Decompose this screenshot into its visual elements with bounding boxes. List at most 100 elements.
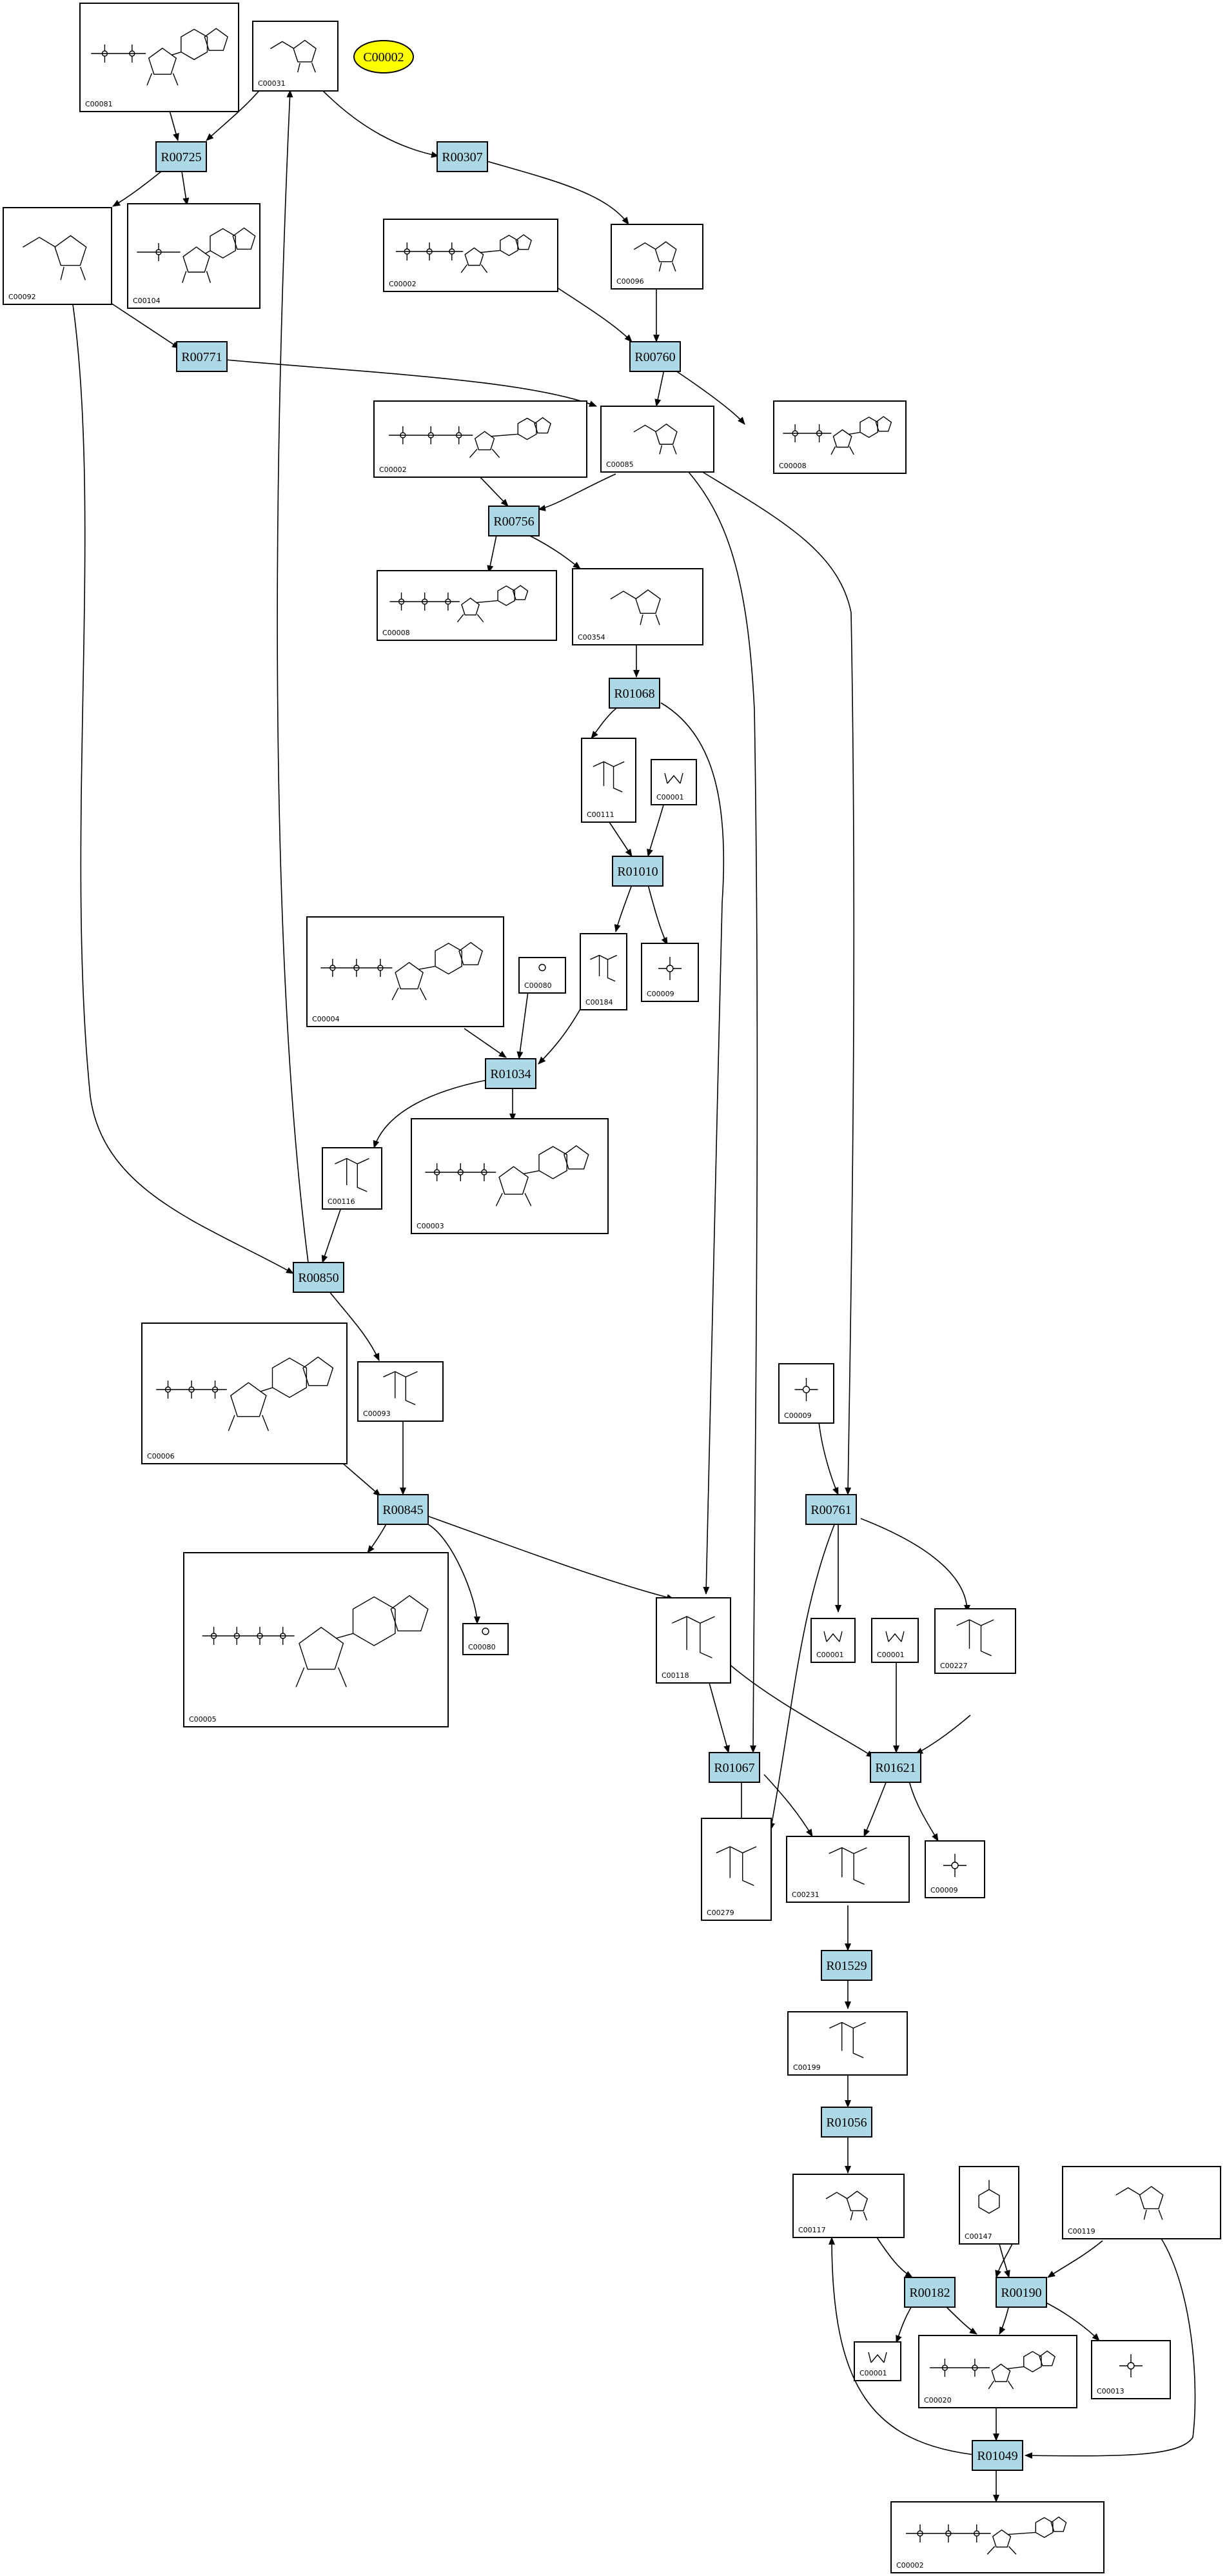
reaction-node[interactable]: R00761	[805, 1494, 857, 1525]
compound-node[interactable]: C00009	[778, 1363, 834, 1424]
compound-node[interactable]: C00008	[377, 570, 557, 641]
compound-node[interactable]: C00020	[918, 2335, 1077, 2408]
compound-node[interactable]: C00004	[306, 916, 504, 1027]
compound-node[interactable]: C00013	[1091, 2340, 1171, 2399]
edge	[528, 535, 581, 569]
compound-box	[79, 3, 239, 112]
reaction-node[interactable]: R00760	[629, 341, 681, 372]
compound-node[interactable]: C00002	[373, 400, 587, 478]
compound-node[interactable]: C00080	[518, 957, 566, 994]
compound-node[interactable]: C00005	[183, 1552, 449, 1727]
edge	[591, 705, 620, 739]
reaction-node[interactable]: R00190	[996, 2277, 1047, 2308]
compound-node[interactable]: C00231	[786, 1836, 910, 1903]
compound-node[interactable]: C00001	[651, 759, 697, 805]
reaction-node[interactable]: R01034	[485, 1058, 536, 1089]
compound-id: C00013	[1097, 2387, 1124, 2395]
structure-icon	[794, 1378, 818, 1401]
compound-node[interactable]: C00009	[641, 943, 699, 1002]
structure-icon	[978, 2179, 1000, 2214]
compound-node[interactable]: C00006	[141, 1322, 348, 1464]
compound-box	[651, 759, 697, 805]
reaction-node[interactable]: R00725	[155, 141, 207, 172]
reaction-node[interactable]: R01529	[821, 1950, 872, 1981]
reaction-node[interactable]: R00756	[488, 506, 540, 536]
compound-node[interactable]: C00117	[792, 2174, 905, 2238]
compound-id: C00003	[417, 1222, 444, 1230]
compound-box	[383, 219, 558, 292]
structure-icon	[906, 2516, 1067, 2555]
compound-node[interactable]: C00003	[411, 1118, 609, 1234]
compound-node[interactable]: C00001	[871, 1618, 919, 1663]
structure-icon	[829, 2021, 867, 2058]
structure-icon	[610, 589, 661, 625]
reaction-node[interactable]: R01068	[609, 678, 660, 709]
compound-id: C00004	[312, 1015, 340, 1023]
structure-icon	[868, 2352, 887, 2363]
reaction-node[interactable]: R01621	[870, 1752, 921, 1783]
compound-box	[373, 400, 587, 478]
reaction-node[interactable]: R01056	[821, 2107, 872, 2138]
compound-node[interactable]: C00031	[252, 21, 339, 92]
structure-icon	[538, 963, 546, 972]
compound-node[interactable]: C00002	[383, 219, 558, 292]
structure-icon	[1115, 2186, 1164, 2220]
edge	[818, 1421, 839, 1495]
compound-node[interactable]: C00001	[854, 2341, 901, 2381]
edge	[486, 161, 629, 225]
compound-box	[581, 738, 636, 823]
compound-node[interactable]: C00104	[127, 203, 260, 309]
compound-node[interactable]: C00118	[656, 1597, 731, 1684]
compound-node[interactable]: C00147	[959, 2166, 1019, 2245]
compound-box	[462, 1623, 509, 1655]
svg-text:R01049: R01049	[977, 2449, 1017, 2463]
compound-node[interactable]: C00116	[322, 1147, 382, 1210]
edge	[168, 108, 179, 141]
compound-box	[890, 2501, 1104, 2573]
edge	[763, 1774, 813, 1837]
edge	[1044, 2301, 1100, 2341]
edge	[829, 2237, 981, 2456]
compound-node[interactable]: C00096	[611, 224, 703, 290]
reaction-node[interactable]: R00182	[904, 2277, 956, 2308]
reaction-node[interactable]: R00845	[377, 1494, 429, 1525]
edge	[647, 884, 668, 945]
structure-icon	[383, 1371, 418, 1406]
compound-node[interactable]: C00119	[1062, 2166, 1221, 2239]
compound-node[interactable]: C00111	[581, 738, 636, 823]
reaction-node[interactable]: R01010	[612, 856, 663, 887]
edge	[609, 821, 633, 857]
compound-box	[656, 1597, 731, 1684]
compound-box	[701, 1818, 772, 1921]
compound-node[interactable]: C00008	[773, 400, 907, 474]
compound-node[interactable]: C00080	[462, 1623, 509, 1655]
compound-node[interactable]: C00227	[934, 1608, 1016, 1674]
reaction-node[interactable]: R00850	[293, 1262, 344, 1293]
compound-node[interactable]: C00081	[79, 3, 239, 112]
compound-box	[306, 916, 504, 1027]
compound-node[interactable]: C00093	[357, 1361, 444, 1422]
compound-id: C00117	[798, 2226, 826, 2234]
structure-icon	[589, 954, 618, 982]
compound-node[interactable]: C00001	[810, 1618, 856, 1663]
compound-node[interactable]: C00092	[3, 207, 112, 305]
compound-node[interactable]: C00009	[925, 1840, 985, 1898]
reaction-node[interactable]: R00771	[176, 341, 228, 372]
reaction-node[interactable]: R00307	[437, 141, 488, 172]
compound-id: C00002	[379, 466, 407, 474]
compound-node[interactable]: C00199	[787, 2011, 908, 2076]
compound-box	[322, 1147, 382, 1210]
compound-node[interactable]: C00002	[890, 2501, 1104, 2573]
edge	[876, 2237, 913, 2278]
compound-node[interactable]: C00354	[572, 568, 703, 645]
edge	[999, 2243, 1010, 2278]
svg-text:R01621: R01621	[875, 1761, 916, 1775]
reaction-node[interactable]: R01049	[972, 2440, 1023, 2471]
compound-box	[141, 1322, 348, 1464]
compound-node[interactable]: C00279	[701, 1818, 772, 1921]
structure-icon	[23, 235, 87, 280]
compound-node[interactable]: C00184	[580, 933, 627, 1010]
reaction-node[interactable]: R01067	[709, 1752, 760, 1783]
compound-node[interactable]: C00085	[600, 406, 714, 473]
structure-icon	[956, 1619, 994, 1657]
